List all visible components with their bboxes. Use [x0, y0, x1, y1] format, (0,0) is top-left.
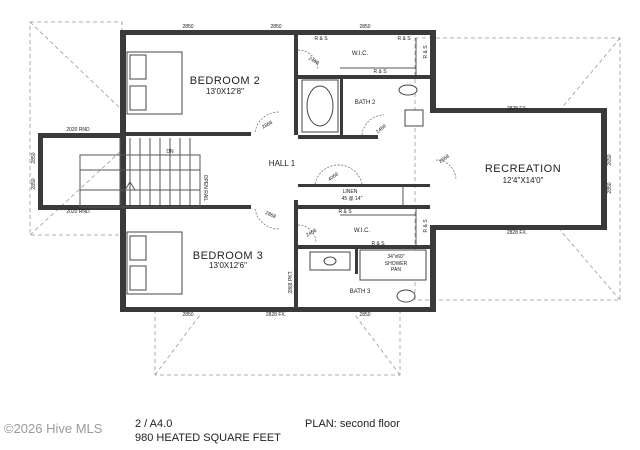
wic-bottom-name: W.I.C.	[354, 228, 371, 234]
linen-detail: 45 @ 14"	[342, 196, 363, 202]
door-label-rec: 2668	[438, 153, 451, 164]
bedroom3-name: BEDROOM 3	[193, 250, 264, 262]
dim-bottom-left: 2850	[182, 312, 193, 318]
watermark: ©2026 Hive MLS	[4, 421, 103, 436]
staircase	[79, 138, 201, 208]
door-label-bed3: 2868	[264, 210, 277, 220]
hall-name: HALL 1	[269, 159, 296, 168]
rs-label-4: R & S	[423, 45, 429, 59]
door-label-wic-bottom: 2468	[305, 228, 318, 239]
bed-bedroom2	[126, 51, 183, 115]
door-label-linen: 4068	[327, 171, 340, 182]
door-label-wic-top: 2468	[307, 56, 320, 67]
dim-top-left: 2850	[182, 24, 193, 30]
bath2-fixtures	[301, 79, 424, 133]
door-swings	[254, 49, 457, 244]
door-label-bath2: 2468	[375, 123, 388, 135]
bedroom2-name: BEDROOM 2	[190, 75, 261, 87]
dim-top-mid: 2850	[270, 24, 281, 30]
bed-bedroom3	[126, 231, 183, 295]
bath3-fixtures	[309, 249, 427, 303]
shower-size: 34"x60"	[387, 254, 404, 260]
linen-name: LINEN	[343, 189, 358, 195]
shower-label: SHOWER	[385, 261, 408, 267]
rs-label-3: R & S	[373, 69, 387, 75]
dim-left-upper: 2850	[31, 152, 37, 163]
dim-left-lower: 2850	[31, 178, 37, 189]
dim-rec-left: 2650	[607, 154, 613, 165]
open-rail-label: OPEN RAIL	[202, 175, 208, 202]
closet-shelving	[340, 38, 417, 245]
dim-bottom-mid: 2828 FX.	[266, 312, 286, 318]
sheet-number: 2 / A4.0	[135, 418, 172, 430]
door-label-bath3: 2868 PKT.	[288, 270, 294, 293]
bath3-name: BATH 3	[350, 289, 371, 295]
door-label-bed2: 2868	[261, 120, 274, 131]
rs-label-6: R & S	[371, 241, 385, 247]
rs-label-2: R & S	[397, 36, 411, 42]
dim-stair-top: 2020 RND	[66, 127, 90, 133]
dim-rec-right: 2850	[607, 182, 613, 193]
wic-top-name: W.I.C.	[352, 51, 369, 57]
bedroom2-size: 13'0X12'8"	[206, 87, 244, 96]
roof-outline	[29, 21, 621, 376]
shower-pan-label: PAN	[391, 267, 401, 273]
recreation-size: 12'4"X14'0"	[503, 176, 544, 185]
bedroom3-size: 13'0X12'6"	[209, 261, 247, 270]
dim-top-right: 2850	[359, 24, 370, 30]
stair-dn-label: DN	[166, 149, 174, 155]
rs-label-5: R & S	[338, 209, 352, 215]
dim-rec-top: 2828 FX.	[507, 106, 527, 112]
rs-label-1: R & S	[314, 36, 328, 42]
bath2-name: BATH 2	[355, 100, 376, 106]
dim-rec-bottom: 2828 FX.	[507, 230, 527, 236]
sqft-label: 980 HEATED SQUARE FEET	[135, 432, 281, 444]
dim-stair-bottom: 2020 RND	[66, 209, 90, 215]
plan-title: PLAN: second floor	[305, 418, 400, 430]
dim-bottom-right: 2850	[359, 312, 370, 318]
rs-label-7: R & S	[423, 219, 429, 233]
recreation-name: RECREATION	[485, 163, 561, 175]
